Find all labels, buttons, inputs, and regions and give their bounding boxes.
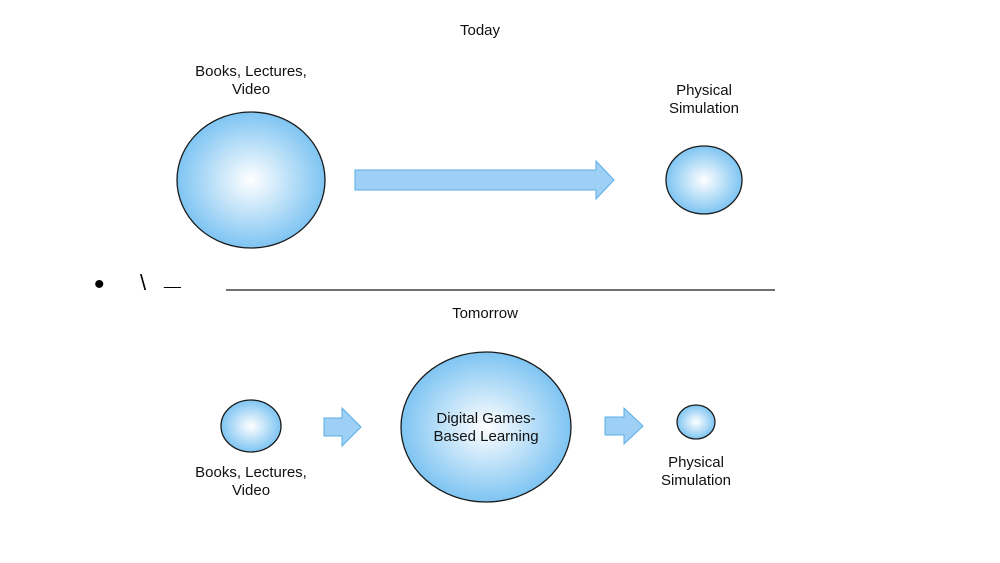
today-target-bubble [665,145,743,215]
tomorrow-target-bubble [676,404,716,440]
tomorrow-target-label: Physical Simulation [660,454,732,489]
divider-bullet: • [94,268,105,301]
tomorrow-middle-bubble [400,351,572,503]
today-source-bubble [176,111,326,249]
divider-underscore: __ [164,272,181,289]
tomorrow-arrow-2 [604,406,644,446]
tomorrow-middle-label: Digital Games- Based Learning [433,410,539,445]
today-arrow [354,159,615,201]
today-heading: Today [459,22,501,39]
today-source-label: Books, Lectures, Video [195,63,307,98]
tomorrow-arrow-1 [323,406,362,448]
tomorrow-source-label: Books, Lectures, Video [195,464,307,499]
today-target-label: Physical Simulation [668,82,740,117]
divider-backslash: \ [140,270,147,295]
tomorrow-source-bubble [220,399,282,453]
tomorrow-heading: Tomorrow [452,305,518,322]
